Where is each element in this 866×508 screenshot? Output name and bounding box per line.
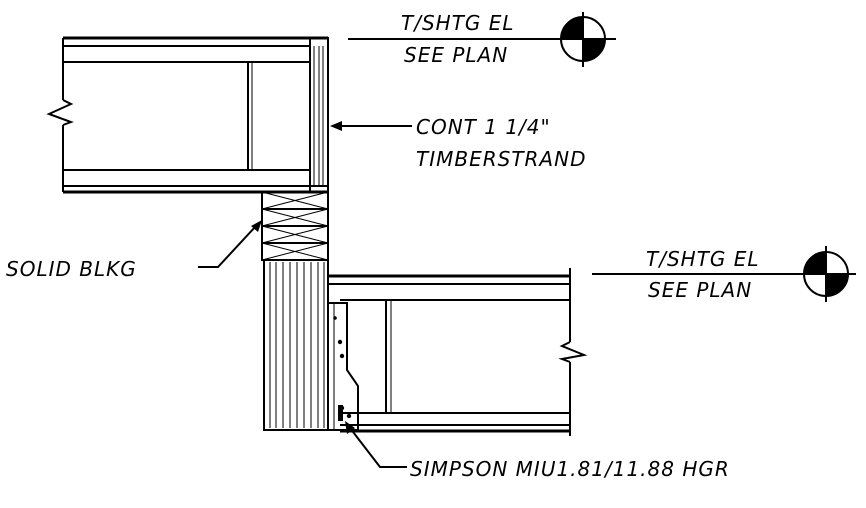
hanger-text: SIMPSON MIU1.81/11.88 HGR xyxy=(410,457,730,481)
blocking-text: SOLID BLKG xyxy=(6,257,137,281)
lower-elevation-text-line2: SEE PLAN xyxy=(648,278,752,302)
lower-elevation-text-line1: T/SHTG EL xyxy=(646,247,760,271)
joist-hanger xyxy=(328,302,359,431)
upper-elevation-text-line2: SEE PLAN xyxy=(404,43,508,67)
blocking-leader xyxy=(198,220,262,268)
rim-board-text-line1: CONT 1 1/4" xyxy=(416,115,551,139)
lower-elevation-marker xyxy=(592,246,856,302)
lower-beam xyxy=(263,259,329,431)
rim-board-leader xyxy=(330,121,412,131)
upper-elevation-text-line1: T/SHTG EL xyxy=(401,11,515,35)
hanger-leader xyxy=(345,421,407,468)
rim-board-upper xyxy=(309,37,329,193)
upper-joist xyxy=(46,36,328,194)
rim-board-text-line2: TIMBERSTRAND xyxy=(416,147,586,171)
lower-joist xyxy=(328,268,588,436)
solid-blocking xyxy=(261,191,329,261)
upper-elevation-marker xyxy=(348,12,616,67)
